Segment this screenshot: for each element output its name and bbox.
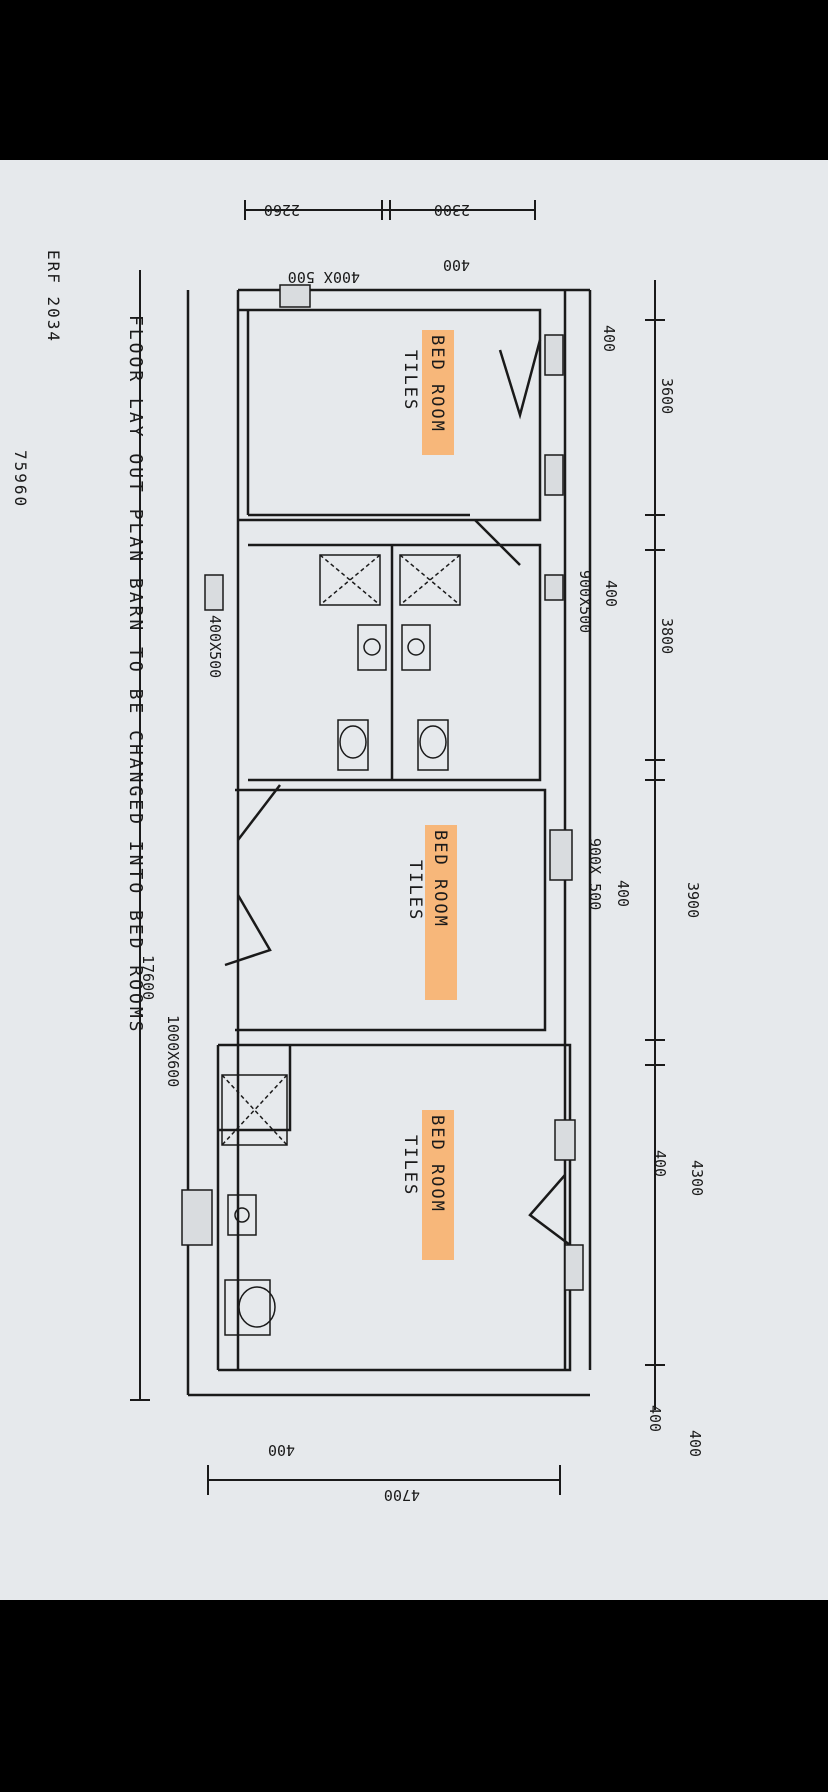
dim-bath-width-a: 2260 bbox=[264, 201, 300, 219]
room2-floor: TILES bbox=[405, 860, 425, 921]
dim-total-length: 17600 bbox=[139, 955, 157, 1000]
dim-total-width: 4700 bbox=[384, 1486, 420, 1504]
dim-bath-width-b: 2300 bbox=[434, 201, 470, 219]
dim-wall-2: 400 bbox=[602, 580, 620, 607]
room1-name: BED ROOM bbox=[427, 335, 447, 433]
room3-name: BED ROOM bbox=[427, 1115, 447, 1213]
dim-wall-4: 400 bbox=[651, 1150, 669, 1177]
dim-wall-top: 400 bbox=[443, 256, 470, 274]
dim-room3: 4300 bbox=[688, 1160, 706, 1196]
dim-bath: 3800 bbox=[658, 618, 676, 654]
plan-title: FLOOR LAY OUT PLAN BARN TO BE CHANGED IN… bbox=[125, 315, 146, 1035]
dim-wall-3: 400 bbox=[614, 880, 632, 907]
window-room2-label: 900X 500 bbox=[586, 838, 604, 910]
window-small-label: 400X 500 bbox=[288, 268, 360, 286]
window-bath-outer-label: 900X500 bbox=[576, 570, 594, 633]
window-bath-label: 400X500 bbox=[206, 615, 224, 678]
dim-wall-6: 400 bbox=[646, 1405, 664, 1432]
dim-wall-1: 400 bbox=[600, 325, 618, 352]
room3-floor: TILES bbox=[400, 1135, 420, 1196]
room1-floor: TILES bbox=[400, 350, 420, 411]
dim-wall-5: 400 bbox=[686, 1430, 704, 1457]
dim-wall-bottom: 400 bbox=[268, 1441, 295, 1459]
erf-label: ERF 2034 bbox=[44, 250, 63, 343]
dim-room2: 3900 bbox=[684, 882, 702, 918]
drawing-sheet: BED ROOM TILES BED ROOM TILES BED ROOM T… bbox=[0, 160, 828, 1600]
room2-name: BED ROOM bbox=[430, 830, 450, 928]
dim-room1: 3600 bbox=[658, 378, 676, 414]
erf-number: 75960 bbox=[11, 450, 30, 508]
floor-plan: BED ROOM TILES BED ROOM TILES BED ROOM T… bbox=[11, 200, 706, 1504]
window-room3-label: 1000X600 bbox=[164, 1015, 182, 1087]
